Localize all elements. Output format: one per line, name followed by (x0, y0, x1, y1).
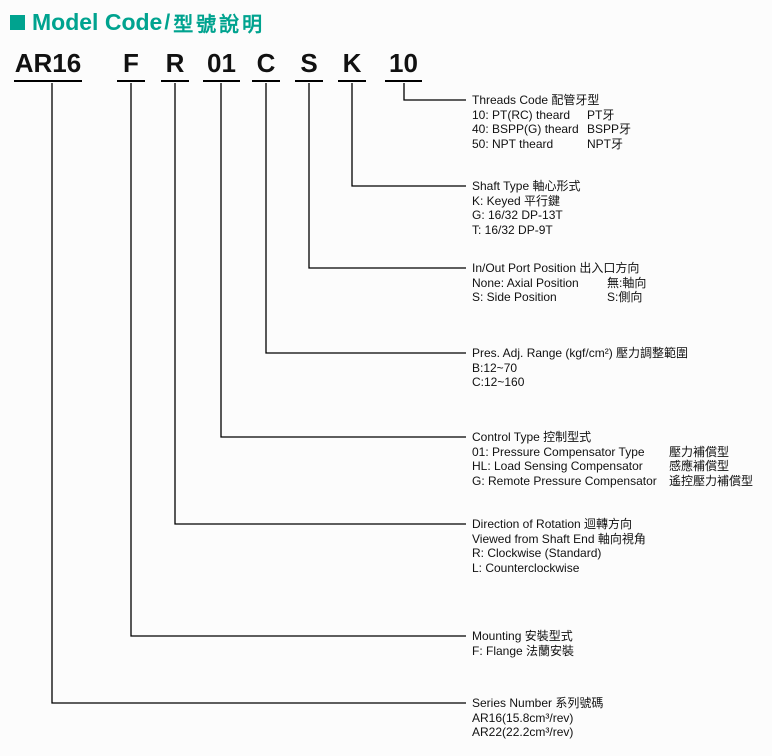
spec-row: K: Keyed 平行鍵 (472, 194, 581, 209)
block-title: Series Number 系列號碼 (472, 696, 604, 710)
connector-port (308, 83, 466, 269)
spec-left: 50: NPT theard (472, 136, 554, 151)
code-segment-control: 01 (203, 50, 240, 82)
code-segment-port: S (295, 50, 323, 82)
page-header: Model Code / 型號說明 (10, 8, 265, 37)
connector-mounting (130, 83, 466, 637)
spec-row: C:12~160 (472, 375, 688, 390)
spec-right: 無:軸向 (607, 275, 647, 290)
spec-left: S: Side Position (472, 290, 557, 304)
spec-right: S:側向 (607, 290, 643, 304)
spec-left: F: Flange 法蘭安裝 (472, 643, 575, 658)
spec-row: L: Counterclockwise (472, 561, 646, 576)
spec-left: HL: Load Sensing Compensator (472, 459, 643, 473)
spec-row: R: Clockwise (Standard) (472, 546, 646, 561)
page-title-separator: / (164, 10, 171, 34)
spec-left: G: Remote Pressure Compensator (472, 473, 657, 488)
block-series-number: Series Number 系列號碼 AR16(15.8cm³/rev) AR2… (472, 696, 603, 740)
block-title: In/Out Port Position 出入口方向 (472, 261, 640, 275)
page-title-en: Model Code (32, 9, 163, 35)
spec-row: G: Remote Pressure Compensator 遙控壓力補償型 (472, 474, 753, 489)
code-segment-rotation: R (161, 50, 189, 82)
block-title: Threads Code 配管牙型 (472, 93, 600, 107)
block-title: Mounting 安裝型式 (472, 629, 573, 643)
spec-left: B:12~70 (472, 360, 518, 375)
spec-left: None: Axial Position (472, 275, 579, 290)
spec-right: BSPP牙 (587, 122, 632, 136)
spec-left: 40: BSPP(G) theard (472, 122, 579, 136)
block-port-position: In/Out Port Position 出入口方向 None: Axial P… (472, 261, 646, 305)
spec-left: C:12~160 (472, 375, 525, 389)
code-segment-series: AR16 (14, 50, 82, 82)
page-title-zh: 型號說明 (173, 14, 266, 36)
code-segment-pressure: C (252, 50, 280, 82)
spec-row: B:12~70 (472, 361, 688, 376)
spec-row: F: Flange 法蘭安裝 (472, 644, 574, 659)
spec-left: K: Keyed 平行鍵 (472, 193, 561, 208)
spec-left: G: 16/32 DP-13T (472, 208, 563, 222)
connector-threads (403, 83, 466, 101)
spec-row: S: Side Position S:側向 (472, 290, 646, 305)
spec-row: 01: Pressure Compensator Type 壓力補償型 (472, 445, 753, 460)
header-square-icon (10, 15, 25, 30)
spec-row: None: Axial Position 無:軸向 (472, 276, 646, 291)
block-title: Control Type 控制型式 (472, 430, 592, 444)
spec-row: Viewed from Shaft End 軸向視角 (472, 532, 646, 547)
spec-row: 10: PT(RC) theard PT牙 (472, 108, 631, 123)
spec-row: AR16(15.8cm³/rev) (472, 711, 603, 726)
spec-row: HL: Load Sensing Compensator 感應補償型 (472, 459, 753, 474)
spec-row: 40: BSPP(G) theard BSPP牙 (472, 122, 631, 137)
connector-rotation (174, 83, 466, 525)
code-segment-shaft: K (338, 50, 366, 82)
spec-right: NPT牙 (587, 136, 624, 151)
spec-left: R: Clockwise (Standard) (472, 546, 602, 560)
connector-series (51, 83, 466, 704)
block-rotation-direction: Direction of Rotation 迴轉方向 Viewed from S… (472, 517, 646, 575)
block-threads-code: Threads Code 配管牙型 10: PT(RC) theard PT牙 4… (472, 93, 631, 151)
spec-left: AR16(15.8cm³/rev) (472, 710, 574, 725)
block-title: Shaft Type 軸心形式 (472, 179, 581, 193)
code-segment-threads: 10 (385, 50, 422, 82)
spec-right: 壓力補償型 (669, 444, 730, 459)
spec-row: AR22(22.2cm³/rev) (472, 725, 603, 740)
connector-control (220, 83, 466, 438)
spec-right: 遙控壓力補償型 (669, 473, 754, 488)
spec-row: T: 16/32 DP-9T (472, 223, 581, 238)
block-mounting: Mounting 安裝型式 F: Flange 法蘭安裝 (472, 629, 574, 658)
spec-right: 感應補償型 (669, 459, 730, 473)
spec-right: PT牙 (587, 107, 615, 122)
spec-row: G: 16/32 DP-13T (472, 208, 581, 223)
spec-left: L: Counterclockwise (472, 560, 580, 575)
spec-left: Viewed from Shaft End 軸向視角 (472, 531, 646, 546)
spec-left: T: 16/32 DP-9T (472, 222, 553, 237)
block-title: Direction of Rotation 迴轉方向 (472, 517, 633, 531)
block-pressure-range: Pres. Adj. Range (kgf/cm²) 壓力調整範圍 B:12~7… (472, 346, 688, 390)
block-control-type: Control Type 控制型式 01: Pressure Compensat… (472, 430, 753, 488)
code-segment-mounting: F (117, 50, 145, 82)
block-title: Pres. Adj. Range (kgf/cm²) 壓力調整範圍 (472, 346, 689, 360)
spec-row: 50: NPT theard NPT牙 (472, 137, 631, 152)
connector-pressure (265, 83, 466, 354)
spec-left: 10: PT(RC) theard (472, 107, 571, 122)
block-shaft-type: Shaft Type 軸心形式 K: Keyed 平行鍵 G: 16/32 DP… (472, 179, 581, 237)
spec-left: 01: Pressure Compensator Type (472, 444, 645, 459)
spec-left: AR22(22.2cm³/rev) (472, 725, 574, 739)
connector-shaft (351, 83, 466, 187)
